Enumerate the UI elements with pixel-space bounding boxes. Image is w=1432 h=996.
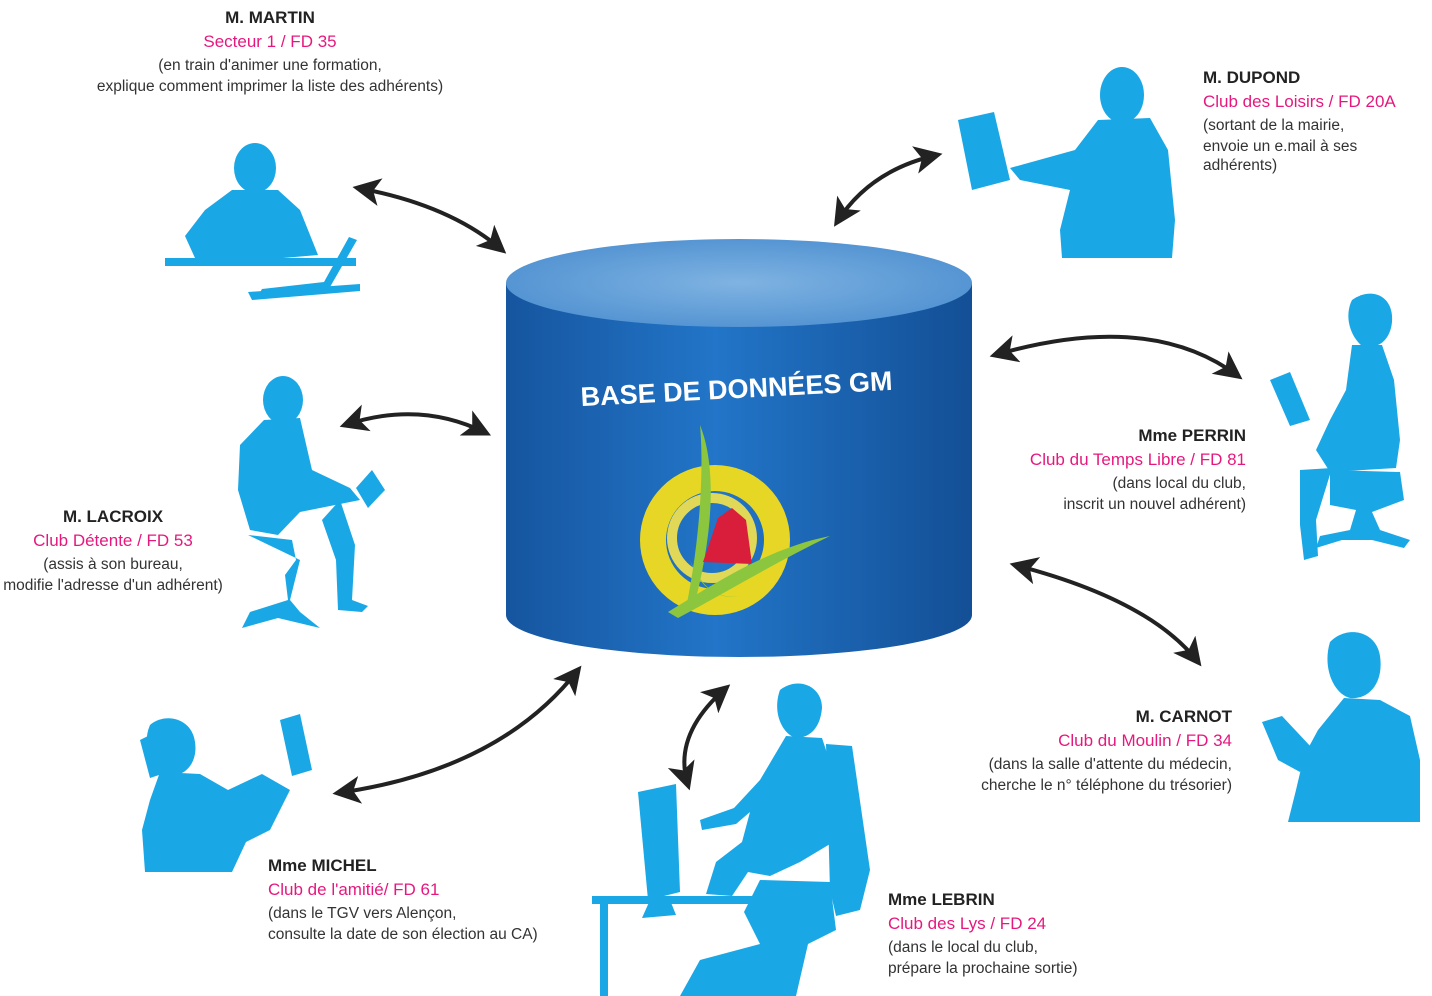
arrow-perrin: [989, 334, 1243, 380]
user-desc-line1: (dans le local du club,: [888, 938, 1038, 956]
man-tablet-icon: [958, 67, 1175, 258]
label-lebrin: Mme LEBRIN Club des Lys / FD 24 (dans le…: [888, 889, 1128, 978]
woman-phone-tablet-icon: [140, 714, 312, 872]
user-desc-line2: modifie l'adresse d'un adhérent): [3, 576, 223, 594]
user-desc-line2: explique comment imprimer la liste des a…: [96, 77, 444, 95]
user-name: Mme PERRIN: [1138, 426, 1246, 445]
label-michel: Mme MICHEL Club de l'amitié/ FD 61 (dans…: [268, 855, 558, 944]
man-phone-icon: [1262, 632, 1420, 822]
user-name: M. CARNOT: [1135, 707, 1232, 726]
user-desc-line1: (dans le TGV vers Alençon,: [268, 904, 457, 922]
user-desc-line1: (en train d'animer une formation,: [158, 56, 382, 74]
user-name: Mme LEBRIN: [888, 890, 995, 909]
woman-laptop-chair-icon: [1270, 293, 1410, 560]
label-martin: M. MARTIN Secteur 1 / FD 35 (en train d'…: [82, 7, 458, 96]
arrow-dupond: [833, 146, 943, 227]
user-name: M. MARTIN: [225, 8, 315, 27]
user-club: Club de l'amitié/ FD 61: [268, 880, 440, 900]
generations-mouvement-logo: [640, 425, 830, 618]
user-club: Club du Moulin / FD 34: [1058, 731, 1232, 751]
arrow-martin: [352, 178, 507, 254]
label-lacroix: M. LACROIX Club Détente / FD 53 (assis à…: [2, 506, 224, 595]
man-laptop-chair-icon: [238, 376, 385, 628]
user-desc-line2: inscrit un nouvel adhérent): [1063, 495, 1246, 513]
connection-arrows: [332, 146, 1243, 804]
user-name: M. DUPOND: [1203, 68, 1301, 87]
user-desc-line1: (dans la salle d'attente du médecin,: [988, 755, 1232, 773]
user-club: Club Détente / FD 53: [33, 531, 193, 551]
label-dupond: M. DUPOND Club des Loisirs / FD 20A (sor…: [1203, 67, 1431, 176]
user-name: Mme MICHEL: [268, 856, 377, 875]
user-club: Club des Lys / FD 24: [888, 914, 1047, 934]
database-cylinder: BASE DE DONNÉES GM: [506, 239, 972, 657]
user-desc-line2: envoie un e.mail à ses adhérents): [1203, 137, 1358, 175]
user-name: M. LACROIX: [62, 507, 164, 526]
man-laptop-desk-icon: [165, 143, 360, 300]
arrow-michel: [332, 665, 582, 804]
arrow-carnot: [1009, 557, 1202, 667]
user-desc-line1: (assis à son bureau,: [43, 555, 183, 573]
woman-desktop-computer-icon: [592, 683, 870, 996]
user-desc-line2: consulte la date de son élection au CA): [268, 925, 538, 943]
user-club: Club des Loisirs / FD 20A: [1203, 92, 1396, 112]
user-club: Club du Temps Libre / FD 81: [1029, 450, 1246, 470]
label-perrin: Mme PERRIN Club du Temps Libre / FD 81 (…: [1000, 425, 1246, 514]
user-desc-line2: prépare la prochaine sortie): [888, 959, 1078, 977]
user-desc-line1: (sortant de la mairie,: [1203, 116, 1345, 134]
user-club: Secteur 1 / FD 35: [203, 32, 337, 52]
arrow-lebrin: [667, 684, 731, 791]
user-desc-line2: cherche le n° téléphone du trésorier): [981, 776, 1232, 794]
arrow-lacroix: [339, 404, 492, 436]
label-carnot: M. CARNOT Club du Moulin / FD 34 (dans l…: [960, 706, 1232, 795]
user-desc-line1: (dans local du club,: [1112, 474, 1246, 492]
